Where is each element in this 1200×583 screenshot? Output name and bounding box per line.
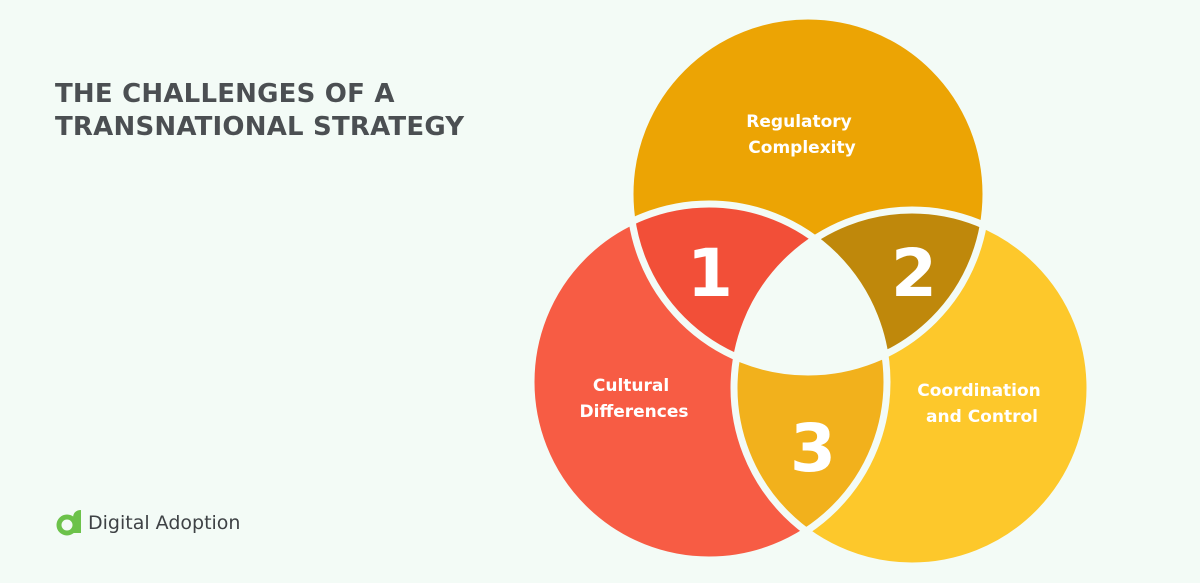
outline-top (626, 12, 990, 376)
number-3: 3 (790, 410, 836, 487)
label-coordination-and-control: Coordination and Control (917, 381, 1046, 427)
number-2: 2 (891, 235, 937, 312)
title-line-2: TRANSNATIONAL STRATEGY (55, 112, 465, 142)
page-title: THE CHALLENGES OF A TRANSNATIONAL STRATE… (55, 78, 535, 144)
digital-adoption-logo: Digital Adoption (56, 508, 240, 538)
intersection-center (734, 210, 887, 372)
title-line-1: THE CHALLENGES OF A (55, 79, 395, 109)
number-1: 1 (687, 235, 733, 312)
digital-adoption-logo-icon (56, 510, 81, 536)
logo-text: Digital Adoption (88, 512, 241, 534)
label-regulatory-complexity: Regulatory Complexity (746, 112, 857, 158)
outline-right (730, 206, 1094, 570)
label-cultural-differences: Cultural Differences (580, 376, 689, 422)
outline-left (527, 200, 891, 564)
